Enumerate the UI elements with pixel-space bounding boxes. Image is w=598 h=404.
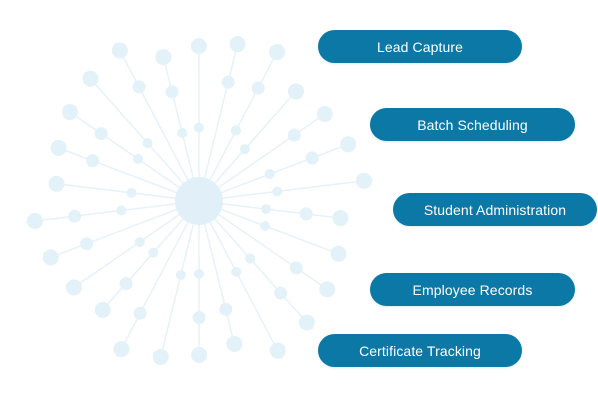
network-node (251, 81, 265, 95)
network-spoke (198, 200, 335, 295)
student-administration-label: Student Administration (423, 201, 567, 218)
network-node (61, 104, 78, 121)
network-node (330, 245, 347, 262)
network-spoke (198, 35, 241, 202)
network-node (269, 342, 286, 359)
network-spoke (198, 200, 349, 220)
network-node (289, 261, 303, 275)
network-node (175, 269, 186, 280)
network-node (65, 279, 82, 296)
network-node (340, 136, 357, 153)
network-node (299, 207, 313, 221)
network-node (305, 151, 319, 165)
network-node (48, 175, 65, 192)
network-node (155, 49, 172, 66)
network-node (260, 220, 271, 231)
network-hub (175, 177, 223, 225)
network-node (126, 187, 137, 198)
network-spoke (198, 200, 283, 359)
network-spoke (48, 182, 200, 202)
network-spoke (84, 71, 200, 202)
network-spoke (97, 200, 200, 317)
network-node (298, 314, 315, 331)
network-spoke (198, 43, 282, 202)
certificate-tracking-button[interactable]: Certificate Tracking (318, 334, 522, 367)
network-node (42, 249, 59, 266)
network-spoke (50, 144, 200, 202)
network-node (264, 169, 275, 180)
network-spoke (66, 200, 200, 293)
network-node (319, 281, 336, 298)
network-node (274, 286, 288, 300)
network-node (86, 154, 100, 168)
network-node (219, 302, 233, 316)
network-spoke (42, 200, 200, 262)
network-spoke (115, 42, 200, 202)
network-node (80, 237, 94, 251)
employee-records-button[interactable]: Employee Records (370, 273, 575, 306)
network-spoke (198, 200, 237, 352)
network-node (94, 127, 108, 141)
network-node (82, 70, 99, 87)
network-node (226, 335, 243, 352)
network-spoke (62, 106, 200, 202)
network-node (194, 268, 205, 279)
lead-capture-label: Lead Capture (376, 38, 464, 55)
network-node (221, 75, 235, 89)
network-node (245, 253, 256, 264)
network-node (261, 204, 272, 215)
network-node (111, 42, 128, 59)
batch-scheduling-label: Batch Scheduling (417, 116, 528, 133)
network-node (269, 44, 286, 61)
network-spoke (198, 85, 302, 202)
network-node (116, 205, 127, 216)
network-spoke (160, 49, 200, 202)
network-node (152, 348, 169, 365)
network-node (50, 139, 67, 156)
network-node (142, 138, 153, 149)
network-node (287, 128, 301, 142)
student-administration-button[interactable]: Student Administration (393, 193, 597, 226)
network-node (148, 247, 159, 258)
batch-scheduling-button[interactable]: Batch Scheduling (370, 108, 575, 141)
network-node (229, 36, 246, 53)
network-node (191, 346, 208, 363)
network-node (332, 210, 349, 227)
network-node (356, 172, 373, 189)
network-spoke (198, 200, 347, 258)
network-node (113, 341, 130, 358)
network-node (26, 213, 43, 230)
network-node (134, 236, 145, 247)
network-node (193, 122, 204, 133)
network-node (239, 144, 250, 155)
certificate-tracking-label: Certificate Tracking (359, 342, 481, 359)
network-node (132, 153, 143, 164)
network-node (230, 125, 241, 136)
network-node (287, 83, 304, 100)
network-node (119, 277, 133, 291)
network-node (192, 311, 206, 325)
employee-records-label: Employee Records (412, 281, 533, 298)
network-spoke (198, 108, 332, 202)
network-spoke (198, 179, 373, 202)
network-node (133, 306, 147, 320)
network-node (316, 106, 333, 123)
network-node (177, 127, 188, 138)
network-node (165, 85, 179, 99)
network-node (272, 186, 283, 197)
network-node (68, 209, 82, 223)
lead-capture-button[interactable]: Lead Capture (318, 30, 522, 63)
network-spoke (198, 200, 314, 330)
network-spoke (116, 200, 200, 358)
network-spoke (26, 200, 200, 223)
network-node (190, 38, 207, 55)
network-spoke (157, 200, 200, 366)
network-spoke (198, 140, 357, 202)
network-node (94, 301, 111, 318)
network-node (231, 266, 242, 277)
network-node (132, 80, 146, 94)
